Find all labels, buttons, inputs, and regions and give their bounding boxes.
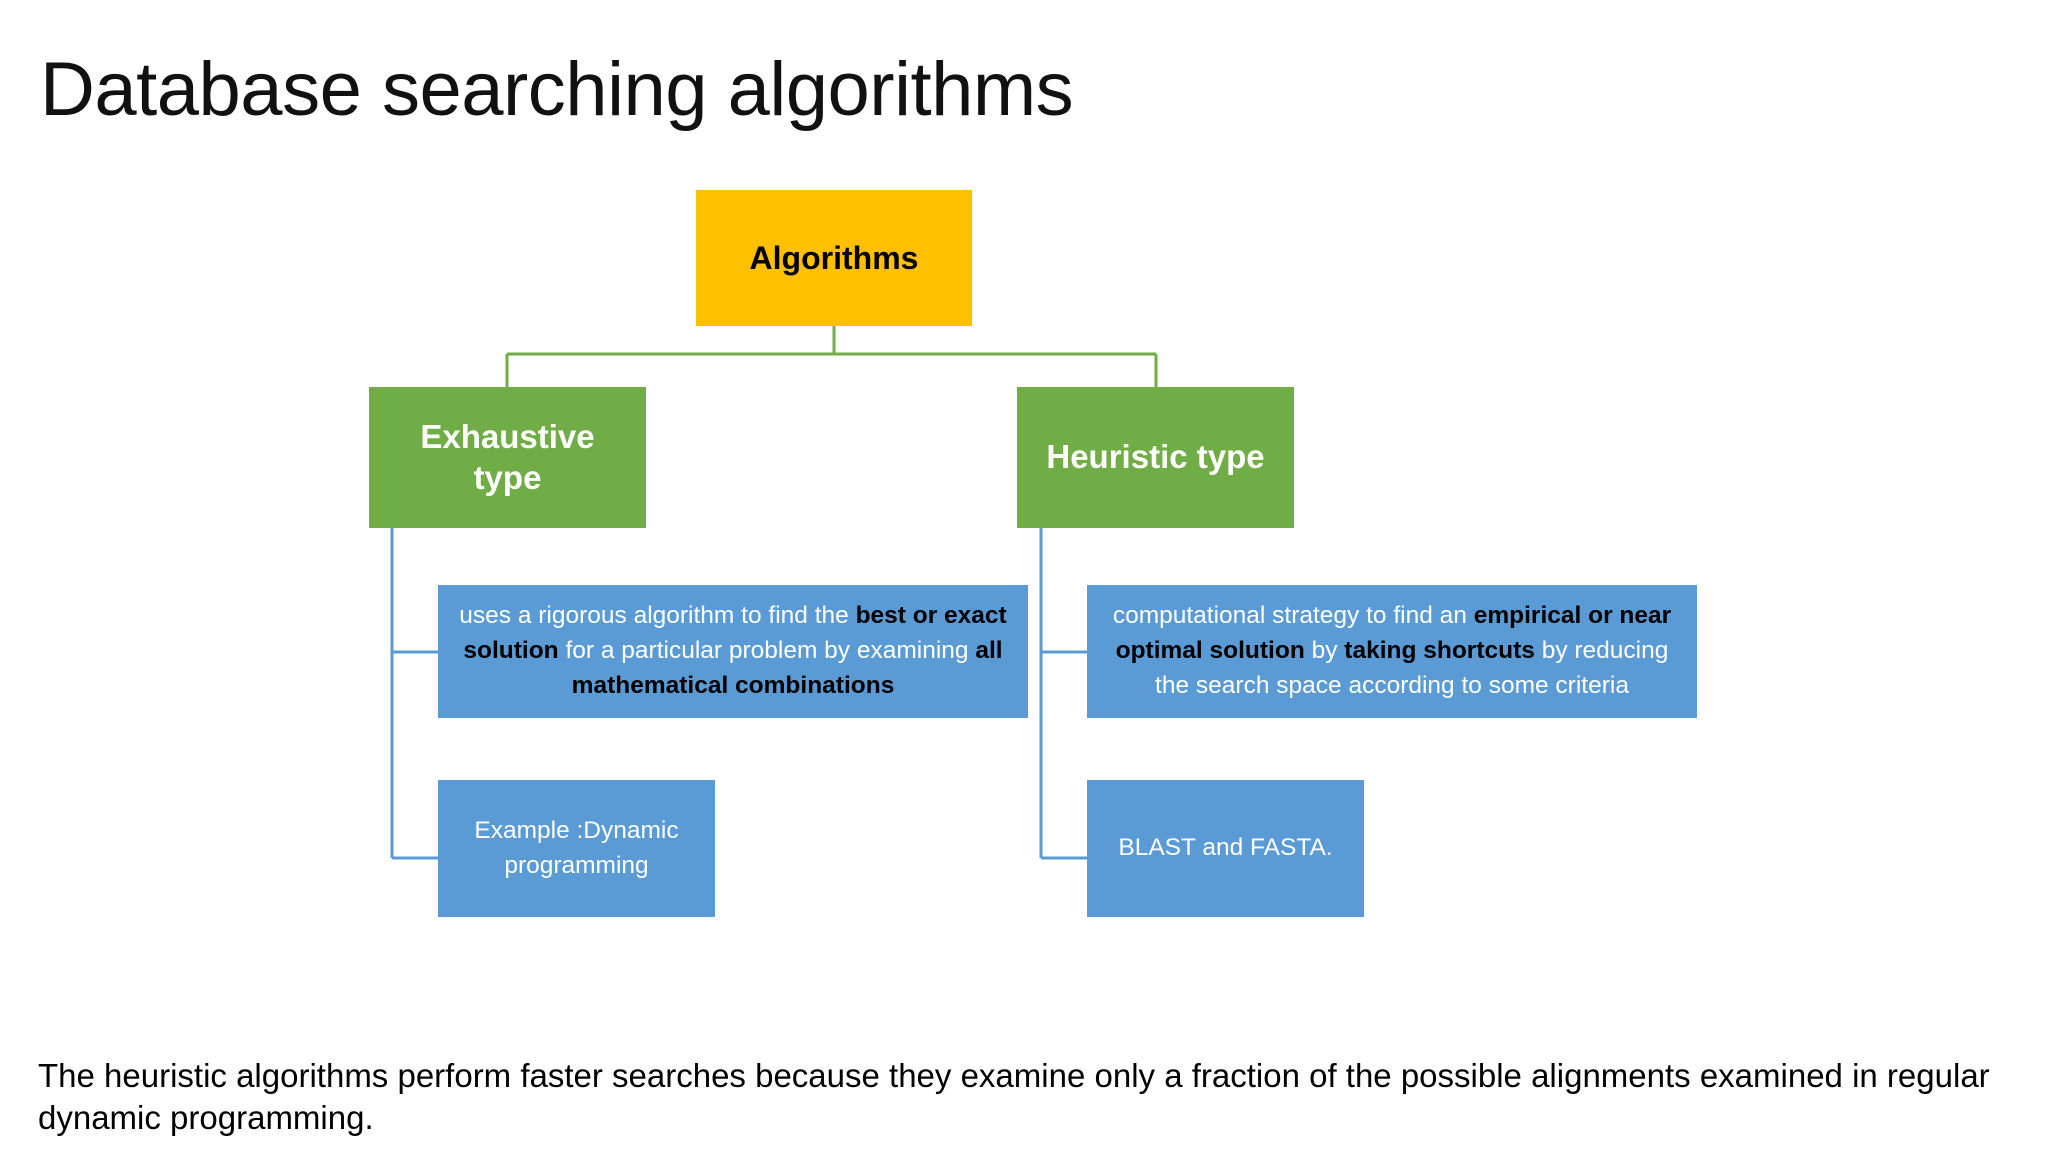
node-algorithms[interactable]: Algorithms (696, 190, 972, 326)
node-exhaustive-example-text: Example :Dynamic programming (474, 816, 679, 879)
node-heuristic-type[interactable]: Heuristic type (1017, 387, 1294, 528)
page-title: Database searching algorithms (40, 47, 1074, 132)
slide-caption: The heuristic algorithms perform faster … (38, 1057, 1990, 1137)
node-heuristic-description[interactable]: computational strategy to find an empiri… (1087, 585, 1697, 718)
node-algorithms-label: Algorithms (749, 239, 919, 276)
node-exhaustive-description[interactable]: uses a rigorous algorithm to find the be… (438, 585, 1028, 718)
node-heuristic-description-text: computational strategy to find an empiri… (1112, 602, 1672, 699)
node-heuristic-example-text: BLAST and FASTA. (1118, 834, 1333, 862)
node-exhaustive-description-text: uses a rigorous algorithm to find the be… (459, 602, 1007, 699)
node-exhaustive-example[interactable]: Example :Dynamic programming (438, 780, 715, 917)
node-heuristic-type-label: Heuristic type (1046, 438, 1265, 476)
node-heuristic-example[interactable]: BLAST and FASTA. (1087, 780, 1364, 917)
